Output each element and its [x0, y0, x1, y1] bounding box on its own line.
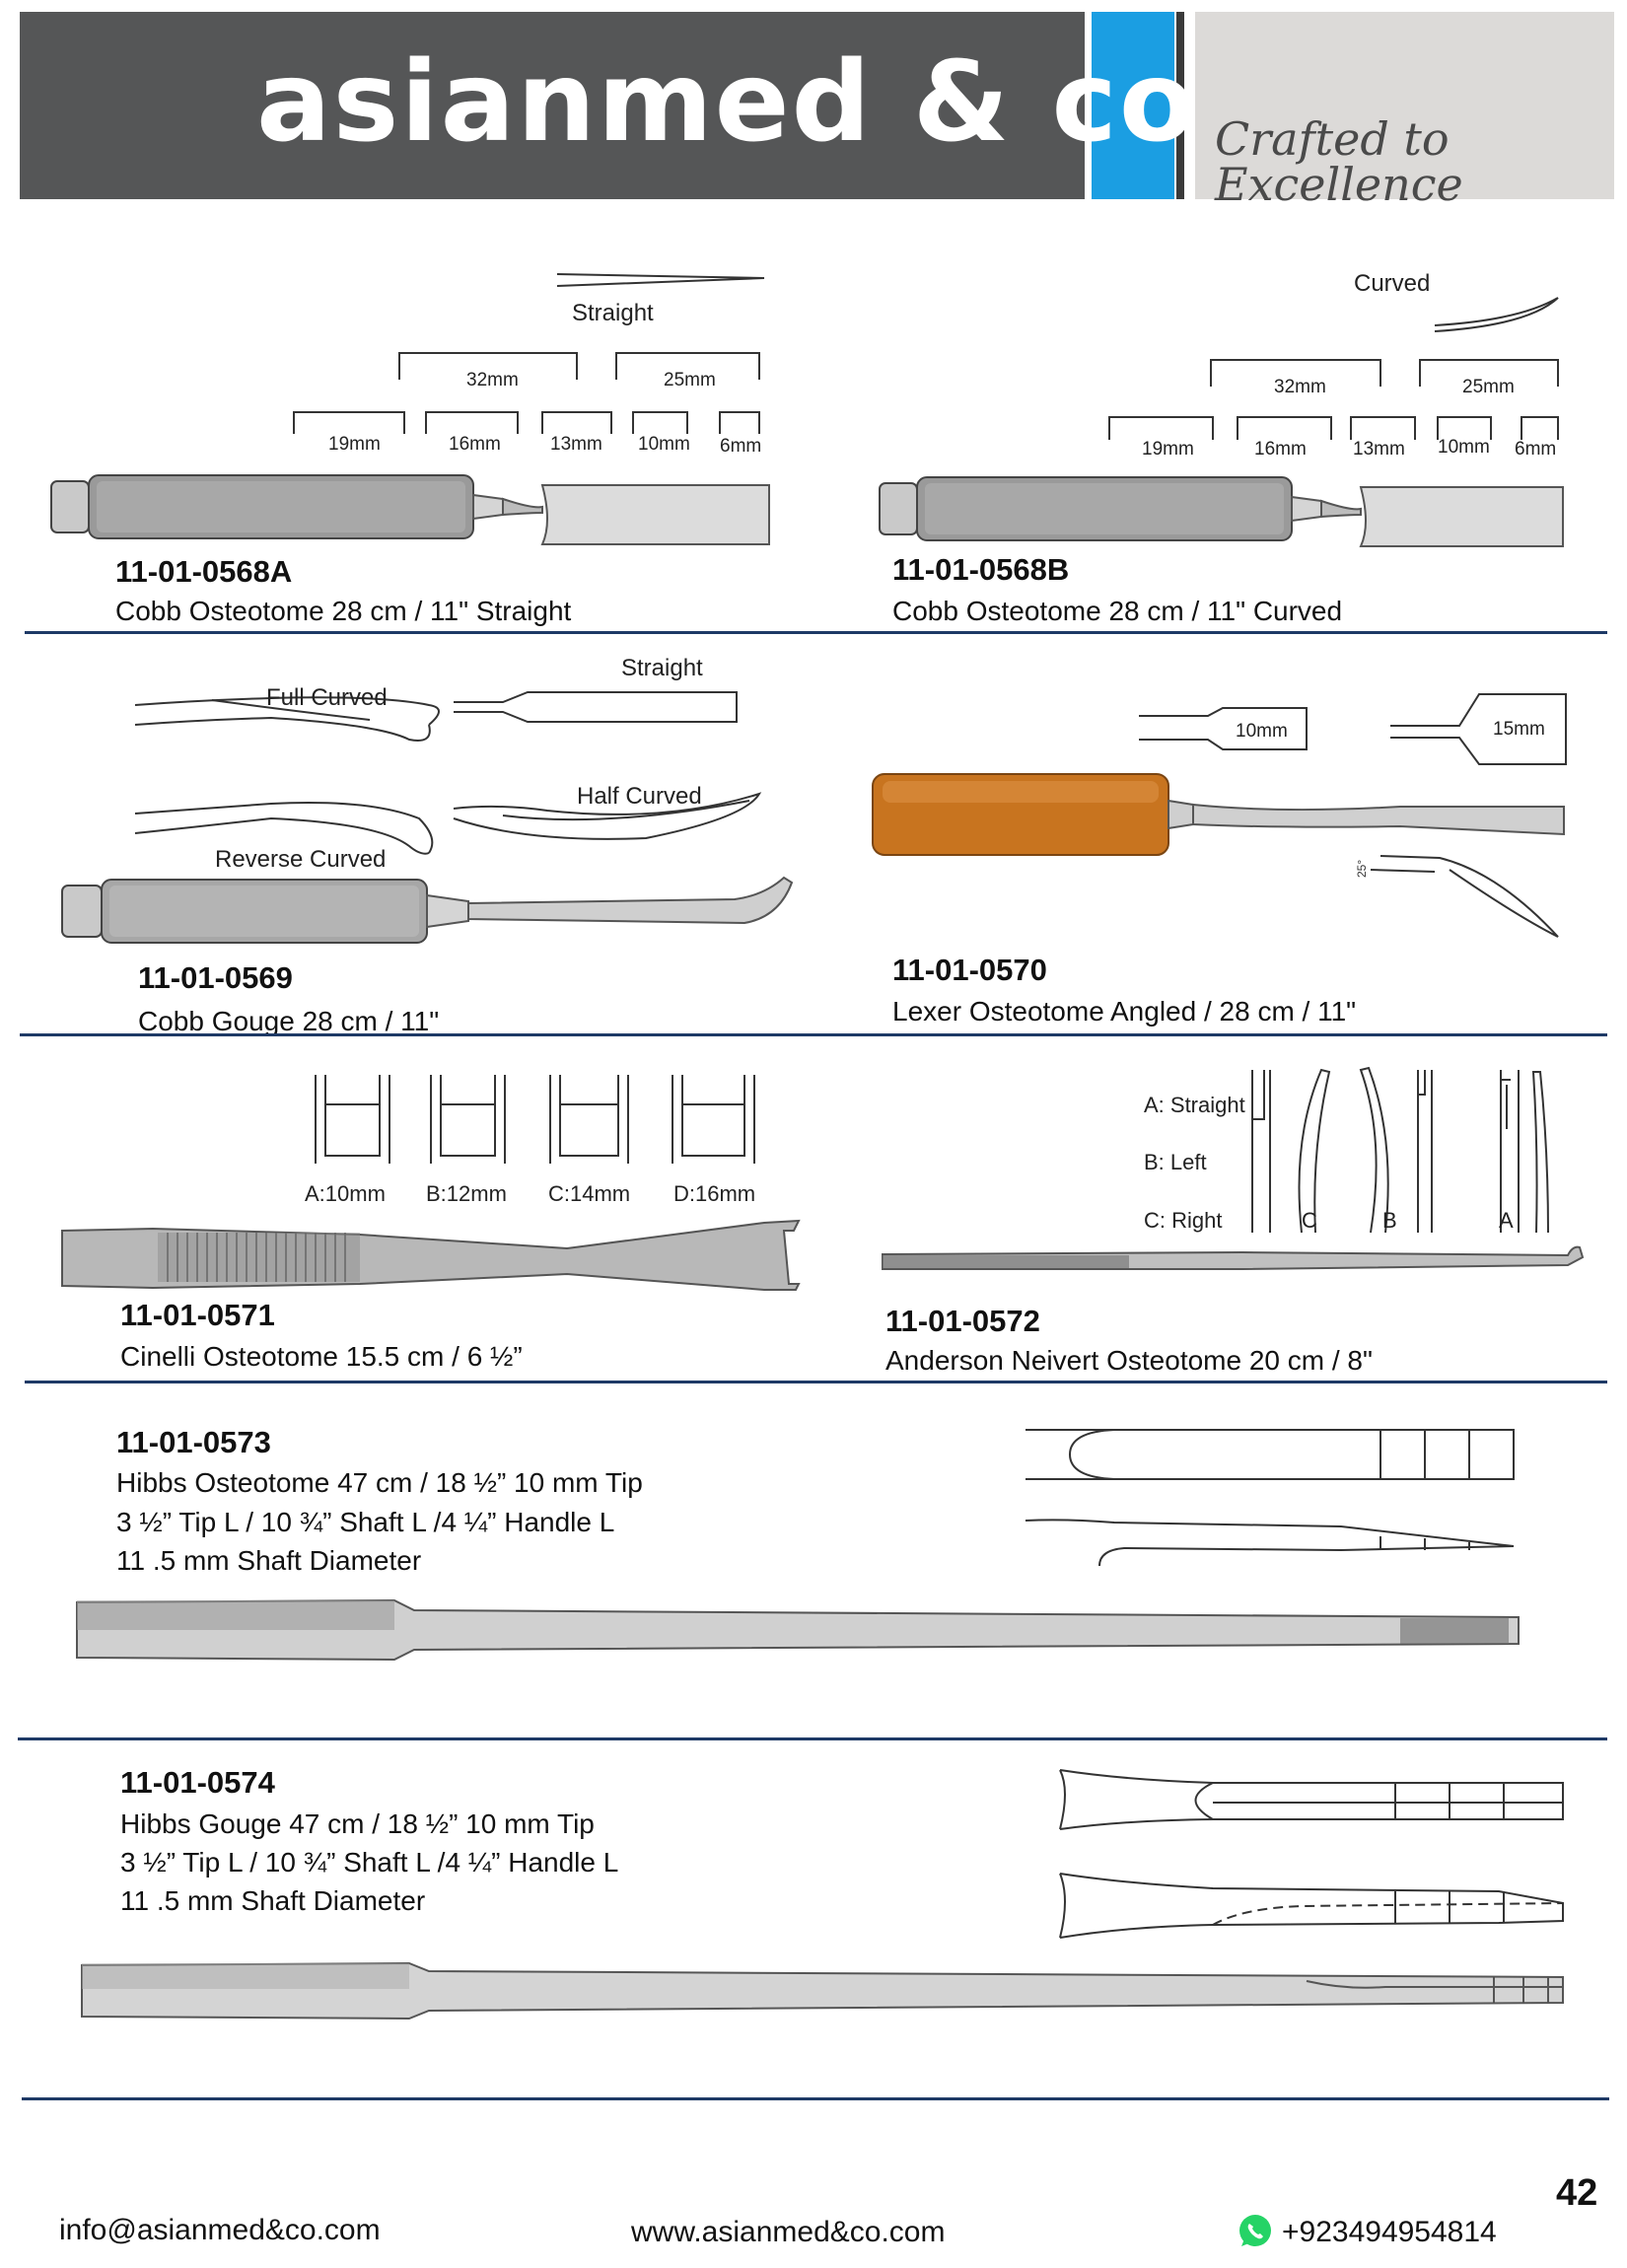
product-spec-line: Hibbs Osteotome 47 cm / 18 ½” 10 mm Tip	[116, 1467, 643, 1498]
label-a-straight: A: Straight	[1144, 1093, 1245, 1117]
section-separator	[22, 2097, 1609, 2100]
cobb-osteotome-straight-illustration	[50, 273, 770, 545]
product-description: Anderson Neivert Osteotome 20 cm / 8"	[885, 1345, 1373, 1376]
size-label: 16mm	[449, 434, 501, 455]
product-code: 11-01-0574	[120, 1765, 275, 1800]
product-description: Cobb Osteotome 28 cm / 11" Curved	[892, 596, 1343, 626]
hibbs-gouge-tip-illustration	[1059, 1769, 1564, 1939]
product-spec-line: 3 ½” Tip L / 10 ¾” Shaft L /4 ¼” Handle …	[120, 1847, 619, 1878]
section-separator	[25, 1381, 1607, 1383]
brand-tagline: Crafted to Excellence	[1215, 112, 1463, 211]
footer-website[interactable]: www.asianmed&co.com	[631, 2216, 946, 2248]
product-description: Lexer Osteotome Angled / 28 cm / 11"	[892, 996, 1357, 1027]
page-number: 42	[1556, 2172, 1598, 2214]
size-label: 10mm	[1236, 721, 1288, 742]
product-code: 11-01-0568A	[115, 554, 293, 589]
size-label: 16mm	[1254, 439, 1307, 460]
product-description: Cobb Gouge 28 cm / 11"	[138, 1006, 440, 1036]
cobb-osteotome-curved-illustration	[879, 297, 1564, 547]
footer-email[interactable]: info@asianmed&co.com	[59, 2214, 381, 2246]
header-divider	[1176, 12, 1184, 199]
product-code: 11-01-0568B	[892, 552, 1070, 587]
product-description: Cobb Osteotome 28 cm / 11" Straight	[115, 596, 572, 626]
header-tagline-panel	[1195, 12, 1614, 199]
size-label: 32mm	[466, 370, 519, 390]
size-label: 6mm	[720, 436, 762, 457]
cobb-gouge-illustration	[61, 691, 794, 944]
label-c-right: C: Right	[1144, 1208, 1223, 1233]
size-label: 6mm	[1515, 439, 1557, 460]
header-accent-bar	[1092, 12, 1174, 199]
product-code: 11-01-0572	[885, 1304, 1040, 1338]
label-reverse-curved: Reverse Curved	[215, 846, 387, 873]
size-label: A:10mm	[305, 1181, 386, 1206]
variant-label: B	[1382, 1208, 1397, 1233]
anderson-neivert-osteotome-illustration	[882, 1066, 1585, 1270]
whatsapp-icon	[1239, 2215, 1271, 2246]
section-separator	[25, 631, 1607, 634]
variant-label: A	[1499, 1208, 1514, 1233]
hibbs-gouge-illustration	[81, 1961, 1564, 2020]
svg-text:25°: 25°	[1355, 860, 1369, 878]
hibbs-osteotome-illustration	[76, 1598, 1520, 1662]
size-label: B:12mm	[426, 1181, 507, 1206]
label-curved: Curved	[1354, 270, 1431, 297]
size-label: 19mm	[1142, 439, 1194, 460]
brand-logo: asianmed & co	[256, 38, 1197, 167]
size-label: 25mm	[664, 370, 716, 390]
size-label: 32mm	[1274, 377, 1326, 397]
product-spec-line: 11 .5 mm Shaft Diameter	[116, 1545, 422, 1576]
label-b-left: B: Left	[1144, 1150, 1207, 1174]
size-label: 13mm	[550, 434, 602, 455]
section-separator	[18, 1737, 1607, 1740]
section-separator	[20, 1033, 1607, 1036]
size-label: 19mm	[328, 434, 381, 455]
size-label: 10mm	[1438, 437, 1490, 458]
lexer-osteotome-illustration: 25°	[872, 693, 1567, 938]
product-spec-line: 3 ½” Tip L / 10 ¾” Shaft L /4 ¼” Handle …	[116, 1507, 615, 1537]
label-straight: Straight	[621, 655, 703, 681]
size-label: 10mm	[638, 434, 690, 455]
hibbs-osteotome-tip-illustration	[1025, 1429, 1515, 1567]
size-label: C:14mm	[548, 1181, 631, 1206]
product-description: Cinelli Osteotome 15.5 cm / 6 ½”	[120, 1341, 523, 1372]
label-straight: Straight	[572, 300, 654, 326]
size-label: 25mm	[1462, 377, 1515, 397]
size-label: 13mm	[1353, 439, 1405, 460]
product-code: 11-01-0573	[116, 1425, 271, 1459]
product-code: 11-01-0570	[892, 953, 1047, 987]
variant-label: C	[1302, 1208, 1317, 1233]
cinelli-osteotome-illustration	[61, 1075, 801, 1291]
product-spec-line: Hibbs Gouge 47 cm / 18 ½” 10 mm Tip	[120, 1808, 595, 1839]
product-spec-line: 11 .5 mm Shaft Diameter	[120, 1885, 426, 1916]
header-banner	[20, 12, 1085, 199]
product-code: 11-01-0569	[138, 960, 293, 995]
size-label: 15mm	[1493, 719, 1545, 740]
label-half-curved: Half Curved	[577, 783, 702, 810]
label-full-curved: Full Curved	[266, 684, 388, 711]
footer-phone[interactable]: +923494954814	[1282, 2216, 1497, 2248]
size-label: D:16mm	[673, 1181, 756, 1206]
product-code: 11-01-0571	[120, 1298, 275, 1332]
